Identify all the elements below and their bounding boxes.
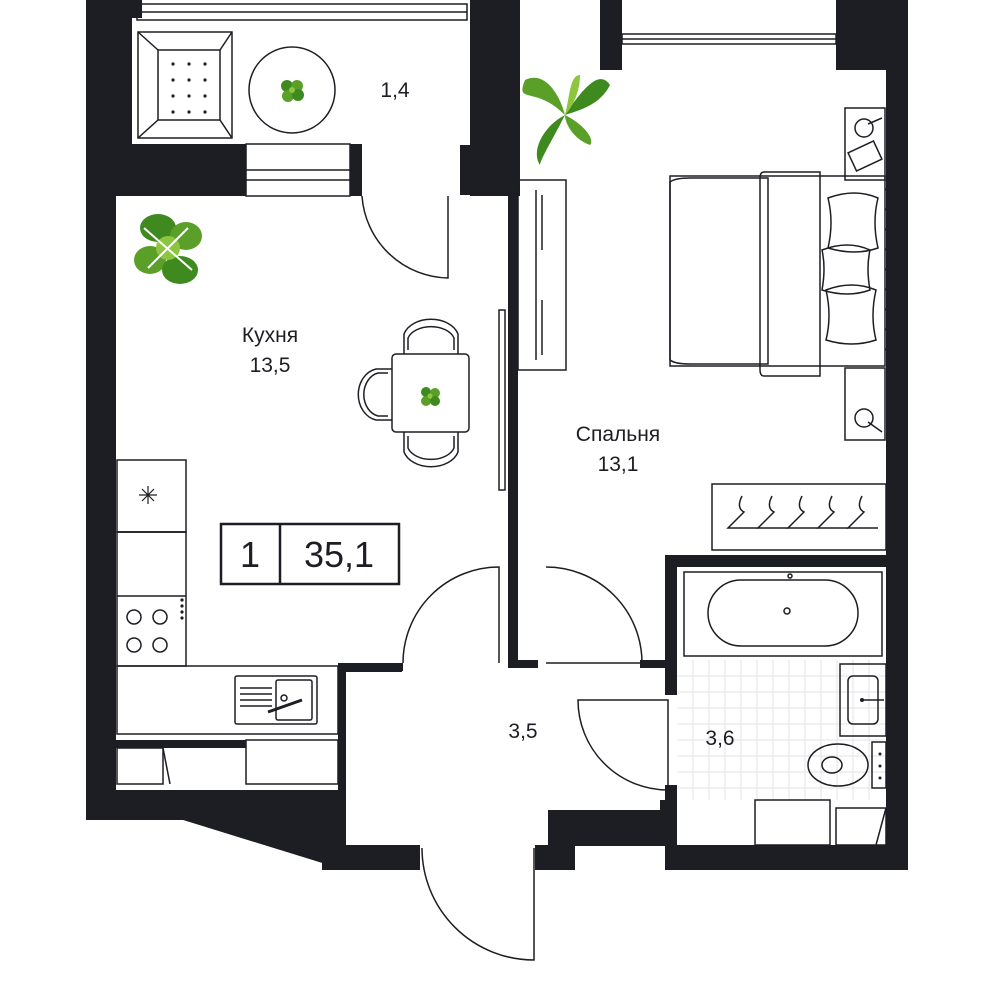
round-table [248,46,336,134]
walls [86,0,908,870]
dining-set [357,318,470,468]
bedroom-door [545,566,643,664]
toilet [807,741,887,789]
cooktop-icon [126,598,184,653]
bedroom: Спальня 13,1 [517,75,891,551]
bedroom-area: 13,1 [598,453,639,476]
apartment-summary: 1 35,1 [219,522,401,586]
monstera-plant-icon [134,214,202,284]
kitchen-sink-icon [234,675,318,725]
entrance-door [421,847,535,961]
table-plant-icon [281,80,304,102]
kitchen-counter [116,459,339,785]
bathroom-door [577,699,669,791]
bathtub [683,571,883,657]
rooms-count: 1 [240,534,260,575]
bathroom: 3,6 [677,571,887,846]
snowflake-icon [139,486,157,504]
balcony-door [361,195,449,279]
closet-hangers [711,483,887,551]
double-bed [669,171,891,377]
washbasin [839,663,887,737]
table-plant-icon [421,387,440,406]
kitchen-door [402,566,500,664]
armchair [137,31,233,139]
hall-area: 3,5 [508,720,537,743]
hall: 3,5 [402,566,669,961]
bathroom-area: 3,6 [705,727,734,750]
balcony: 1,4 [137,31,410,139]
kitchen-area: 13,5 [250,354,291,377]
balcony-area: 1,4 [380,79,410,102]
kitchen-name: Кухня [242,324,298,347]
bedroom-name: Спальня [576,423,660,446]
total-area: 35,1 [304,534,374,575]
monstera-plant-icon [522,75,610,165]
windows [136,3,837,197]
kitchen: Кухня 13,5 [116,195,506,785]
